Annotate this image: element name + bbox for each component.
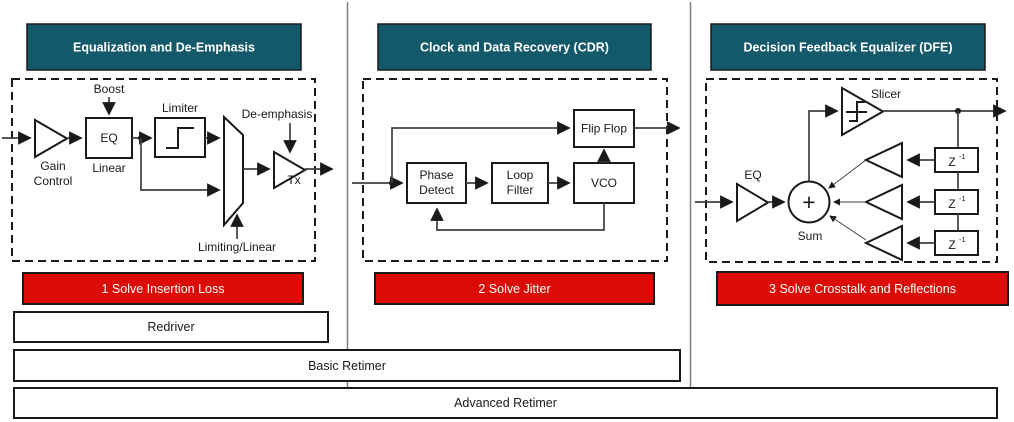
header-cdr-label: Clock and Data Recovery (CDR) [420, 41, 609, 55]
delay-block-1 [934, 147, 979, 173]
header-dfe-label: Decision Feedback Equalizer (DFE) [743, 41, 952, 55]
cdr-dashed-boundary [362, 78, 668, 262]
eq-dashed-boundary [11, 78, 316, 262]
slicer-label: Slicer [871, 87, 901, 101]
banner-jitter [374, 272, 655, 305]
vco-block [573, 162, 635, 204]
tap-amp-triangle-3 [863, 224, 903, 262]
tap-amp-triangle-2 [863, 183, 903, 221]
dfe-eq-amp-triangle [736, 182, 770, 223]
limiter-block [154, 117, 206, 158]
sum-plus-symbol: + [802, 189, 815, 215]
delay-2-exponent: -1 [959, 194, 966, 203]
vco-label: VCO [591, 176, 617, 190]
basic-retimer-bar-label: Basic Retimer [308, 359, 386, 373]
tap-amp-triangle-1 [863, 141, 903, 179]
banner-insertion-loss [22, 272, 304, 305]
de-emphasis-label: De-emphasis [242, 107, 313, 121]
delay-1-label: Z [948, 155, 955, 169]
delay-2-label: Z [948, 197, 955, 211]
advanced-retimer-bar-label: Advanced Retimer [454, 396, 557, 410]
sum-node [787, 180, 831, 224]
mux-shape [223, 114, 244, 228]
limiting-linear-label: Limiting/Linear [198, 240, 276, 254]
loop-filter-label-line2: Filter [507, 183, 534, 197]
vco-feedback-wire [430, 203, 605, 231]
dfe-eq-label: EQ [744, 168, 761, 182]
boost-label: Boost [94, 82, 125, 96]
delay-3-exponent: -1 [959, 235, 966, 244]
header-cdr [377, 23, 652, 71]
flip-flop-block [573, 109, 635, 148]
sum-label: Sum [798, 229, 823, 243]
redriver-bar [13, 311, 329, 343]
delay-1-exponent: -1 [959, 152, 966, 161]
header-equalization [26, 23, 302, 71]
tx-amp-triangle [273, 150, 307, 190]
linear-label: Linear [92, 161, 125, 175]
tap3-to-sum-wire [829, 215, 867, 241]
redriver-bar-label: Redriver [147, 320, 194, 334]
eq-block [85, 117, 133, 159]
flip-flop-label: Flip Flop [581, 122, 627, 136]
header-equalization-label: Equalization and De-Emphasis [73, 41, 255, 55]
delay-block-2 [934, 189, 979, 215]
delay-block-3 [934, 230, 979, 256]
basic-retimer-bar [13, 349, 681, 382]
banner-crosstalk-label: 3 Solve Crosstalk and Reflections [769, 282, 956, 296]
banner-jitter-label: 2 Solve Jitter [478, 282, 550, 296]
limiter-label: Limiter [162, 101, 198, 115]
phase-detect-label-line2: Detect [419, 183, 454, 197]
header-dfe [710, 23, 986, 71]
limiter-step-icon [166, 127, 194, 149]
phase-detect-label-line1: Phase [419, 168, 453, 182]
sum-to-slicer-wire [808, 104, 839, 181]
banner-insertion-loss-label: 1 Solve Insertion Loss [102, 282, 225, 296]
dfe-dashed-boundary [705, 78, 998, 263]
banner-crosstalk [716, 271, 1009, 306]
delay-3-label: Z [948, 238, 955, 252]
gain-label-line1: Gain [40, 159, 65, 173]
linear-bypass-wire [140, 138, 221, 197]
loop-filter-label-line1: Loop [507, 168, 534, 182]
gain-amp-triangle [34, 118, 69, 159]
gain-label-line2: Control [34, 174, 73, 188]
loop-filter-block [491, 162, 549, 204]
tap1-to-sum-wire [828, 159, 867, 189]
tx-label: Tx [287, 173, 300, 187]
data-to-flipflop-wire [391, 121, 571, 183]
eq-block-label: EQ [100, 131, 117, 145]
advanced-retimer-bar [13, 387, 998, 419]
